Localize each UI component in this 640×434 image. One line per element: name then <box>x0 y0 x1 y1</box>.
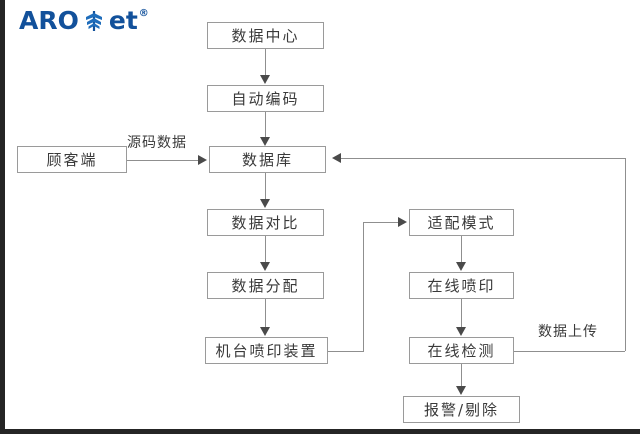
edge-database-to-data-compare <box>265 173 266 199</box>
arrow-right-icon-to-database <box>198 155 207 165</box>
node-auto-coding[interactable]: 自动编码 <box>207 85 324 112</box>
edge-label-source-code-data: 源码数据 <box>127 135 187 151</box>
arrow-down-icon-to-online-printing <box>456 262 466 271</box>
arrow-right-icon-to-adaptive-mode <box>398 217 407 227</box>
node-database[interactable]: 数据库 <box>209 146 326 173</box>
node-data-compare[interactable]: 数据对比 <box>207 209 324 236</box>
node-data-allocate[interactable]: 数据分配 <box>207 272 324 299</box>
node-machine-printer[interactable]: 机台喷印装置 <box>205 337 328 364</box>
arrow-down-icon-to-database <box>260 137 270 146</box>
node-online-inspection[interactable]: 在线检测 <box>409 337 514 364</box>
registered-trademark-icon: ® <box>138 8 149 19</box>
arrow-down-icon-to-alarm-reject <box>456 386 466 395</box>
arrow-down-icon-to-machine-printer <box>260 327 270 336</box>
node-alarm-reject[interactable]: 报警/剔除 <box>403 396 520 423</box>
arrow-left-icon-to-database <box>332 153 341 163</box>
edge-machine-printer-to-adaptive-mode <box>363 222 399 223</box>
edge-data-center-to-auto-coding <box>265 49 266 76</box>
logo-text-right: et <box>108 6 138 35</box>
node-data-center[interactable]: 数据中心 <box>207 22 324 49</box>
wheat-leaf-icon <box>81 8 107 34</box>
edge-data-allocate-to-machine-printer <box>265 299 266 328</box>
edge-machine-printer-up-segment <box>363 222 364 351</box>
edge-label-data-upload: 数据上传 <box>538 324 598 340</box>
edge-data-compare-to-data-allocate <box>265 236 266 262</box>
arrow-down-icon-to-online-inspection <box>456 327 466 336</box>
node-adaptive-mode[interactable]: 适配模式 <box>409 209 514 236</box>
edge-online-printing-to-online-inspection <box>461 299 462 328</box>
edge-online-inspection-right-segment <box>514 351 625 352</box>
edge-machine-printer-right-segment <box>328 351 364 352</box>
arojet-logo: ARO et ® <box>19 8 149 34</box>
node-customer-end[interactable]: 顾客端 <box>17 146 127 173</box>
edge-online-inspection-to-alarm-reject <box>461 364 462 387</box>
edge-upload-up-segment <box>625 158 626 351</box>
edge-upload-to-database <box>341 158 625 159</box>
edge-auto-coding-to-database <box>265 112 266 138</box>
arrow-down-icon-to-auto-coding <box>260 75 270 84</box>
arrow-down-icon-to-data-allocate <box>260 262 270 271</box>
node-online-printing[interactable]: 在线喷印 <box>409 272 514 299</box>
arrow-down-icon-to-data-compare <box>260 199 270 208</box>
edge-customer-to-database <box>127 160 199 161</box>
logo-text-left: ARO <box>19 6 79 35</box>
edge-adaptive-mode-to-online-printing <box>461 236 462 262</box>
